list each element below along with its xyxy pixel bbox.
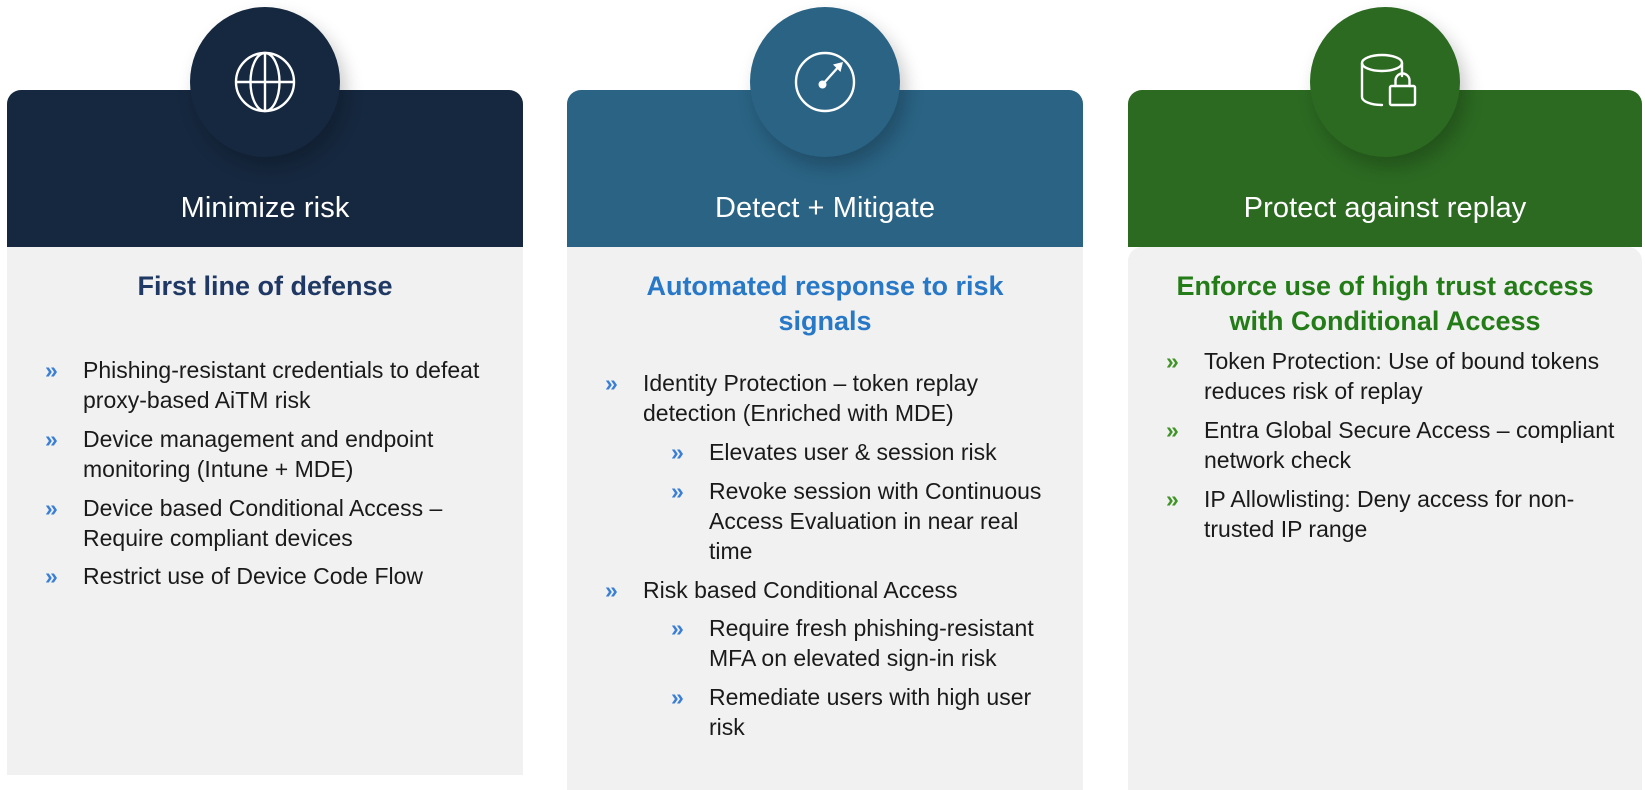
- chevron-bullet-icon: »: [671, 684, 684, 711]
- chevron-bullet-icon: »: [45, 563, 58, 590]
- column-protect-against-replay: Protect against replay Enforce use of hi…: [1128, 0, 1642, 790]
- list-item-text: Remediate users with high user risk: [709, 684, 1032, 741]
- list-item-text: Device management and endpoint monitorin…: [83, 425, 434, 482]
- bullet-list: » Identity Protection – token replay det…: [593, 369, 1057, 743]
- list-item: » Elevates user & session risk: [593, 438, 1057, 468]
- column-body-minimize-risk: First line of defense » Phishing-resista…: [7, 247, 523, 775]
- chevron-bullet-icon: »: [605, 370, 618, 397]
- chevron-bullet-icon: »: [1166, 348, 1179, 375]
- list-item: » Entra Global Secure Access – compliant…: [1154, 416, 1616, 476]
- globe-icon: [190, 7, 340, 157]
- chevron-bullet-icon: »: [671, 477, 684, 504]
- body-title: Automated response to risk signals: [646, 271, 1004, 337]
- list-item-text: Require fresh phishing-resistant MFA on …: [709, 615, 1034, 672]
- speedometer-icon: [750, 7, 900, 157]
- chevron-bullet-icon: »: [45, 425, 58, 452]
- database-lock-icon: [1310, 7, 1460, 157]
- list-item: » Identity Protection – token replay det…: [593, 369, 1057, 429]
- list-item-text: Elevates user & session risk: [709, 438, 997, 465]
- column-header-title: Protect against replay: [1243, 192, 1527, 225]
- chevron-bullet-icon: »: [1166, 416, 1179, 443]
- list-item-text: Token Protection: Use of bound tokens re…: [1204, 348, 1600, 405]
- chevron-bullet-icon: »: [671, 438, 684, 465]
- body-title: First line of defense: [137, 271, 393, 301]
- list-item: » Device management and endpoint monitor…: [33, 425, 497, 485]
- list-item-text: Restrict use of Device Code Flow: [83, 563, 424, 590]
- list-item-text: Revoke session with Continuous Access Ev…: [709, 477, 1042, 564]
- chevron-bullet-icon: »: [671, 615, 684, 642]
- bullet-list: » Phishing-resistant credentials to defe…: [33, 356, 497, 592]
- column-body-detect-mitigate: Automated response to risk signals » Ide…: [567, 247, 1083, 790]
- list-item-text: Entra Global Secure Access – compliant n…: [1204, 416, 1615, 473]
- list-item-text: Phishing-resistant credentials to defeat…: [83, 357, 480, 413]
- list-item: » Remediate users with high user risk: [593, 683, 1057, 743]
- chevron-bullet-icon: »: [45, 494, 58, 521]
- column-body-protect-against-replay: Enforce use of high trust access with Co…: [1128, 247, 1642, 790]
- list-item: » Restrict use of Device Code Flow: [33, 562, 497, 592]
- chevron-bullet-icon: »: [605, 576, 618, 603]
- list-item-text: Identity Protection – token replay detec…: [643, 370, 978, 427]
- list-item: » Device based Conditional Access – Requ…: [33, 494, 497, 554]
- list-item: » Revoke session with Continuous Access …: [593, 477, 1057, 567]
- list-item-text: Device based Conditional Access – Requir…: [83, 494, 443, 551]
- column-minimize-risk: Minimize risk First line of defense » Ph…: [7, 0, 523, 790]
- chevron-bullet-icon: »: [1166, 485, 1179, 512]
- column-header-title: Minimize risk: [180, 192, 350, 225]
- column-header-title: Detect + Mitigate: [714, 192, 936, 225]
- list-item: » Phishing-resistant credentials to defe…: [33, 356, 497, 416]
- list-item: » Risk based Conditional Access: [593, 576, 1057, 606]
- list-item: » IP Allowlisting: Deny access for non-t…: [1154, 485, 1616, 545]
- list-item: » Require fresh phishing-resistant MFA o…: [593, 614, 1057, 674]
- body-title: Enforce use of high trust access with Co…: [1176, 271, 1594, 337]
- bullet-list: » Token Protection: Use of bound tokens …: [1154, 347, 1616, 544]
- chevron-bullet-icon: »: [45, 357, 58, 384]
- column-detect-mitigate: Detect + Mitigate Automated response to …: [567, 0, 1083, 790]
- list-item-text: IP Allowlisting: Deny access for non-tru…: [1204, 485, 1575, 542]
- list-item: » Token Protection: Use of bound tokens …: [1154, 347, 1616, 407]
- list-item-text: Risk based Conditional Access: [643, 576, 958, 603]
